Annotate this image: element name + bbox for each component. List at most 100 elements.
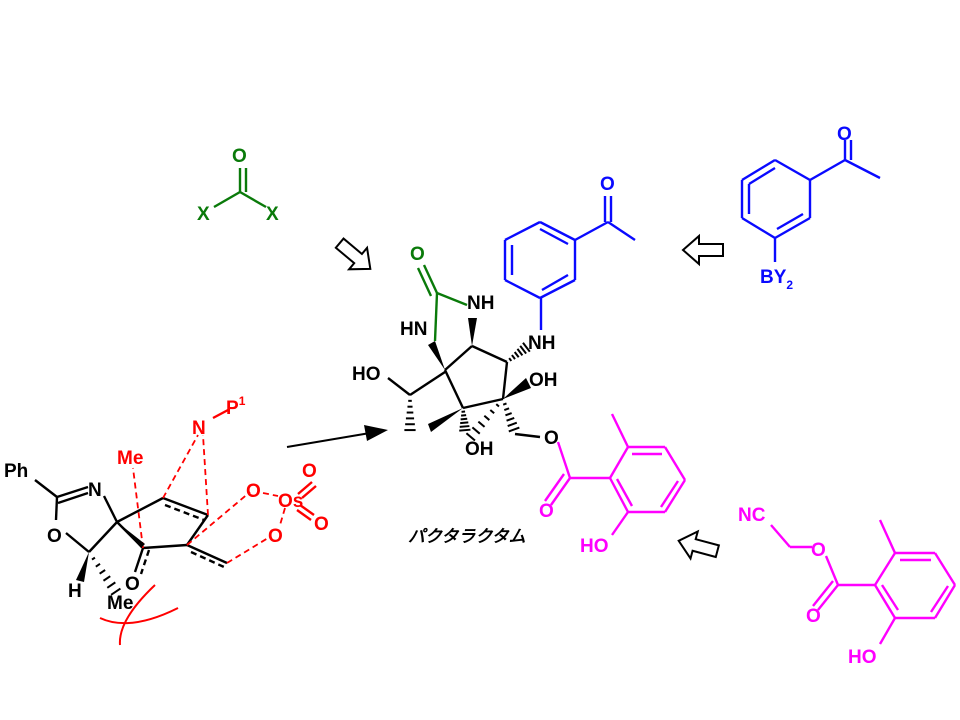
- dashed-bond: [226, 537, 269, 564]
- bond: [610, 413, 630, 448]
- bond: [539, 227, 569, 246]
- ester-fragment: NC O O HO: [738, 505, 877, 668]
- bond: [162, 496, 209, 517]
- hashed-bond-segment: [502, 402, 507, 406]
- atom-x-right: X: [266, 204, 279, 225]
- atom-nc: NC: [738, 505, 766, 526]
- bond: [34, 479, 58, 498]
- hashed-bond-segment: [495, 403, 500, 408]
- bond: [239, 190, 267, 209]
- bond: [387, 377, 411, 396]
- bond: [663, 446, 687, 481]
- dashed-bond: [190, 550, 225, 569]
- atom-oh-right: OH: [529, 370, 558, 391]
- hashed-bond-segment: [489, 409, 495, 415]
- atom-ho-left: HO: [352, 364, 381, 385]
- hollow-arrow-carbonyl: [334, 237, 372, 271]
- bond: [133, 547, 145, 573]
- bond: [809, 158, 846, 182]
- bond: [659, 480, 680, 508]
- bond: [296, 509, 312, 521]
- atom-ho: HO: [848, 647, 877, 668]
- atom-oh-bottom: OH: [465, 439, 494, 460]
- atom-os-o4: O: [268, 526, 283, 547]
- atom-p: P1: [226, 394, 246, 419]
- hashed-bond-segment: [503, 407, 510, 411]
- hashed-bond-segment: [102, 575, 111, 582]
- bond: [54, 496, 59, 521]
- bond: [501, 361, 509, 400]
- bond: [504, 278, 541, 300]
- atom-os-o3: O: [314, 514, 329, 535]
- atom-o: O: [232, 146, 247, 167]
- hashed-bond-segment: [460, 417, 468, 421]
- bond: [213, 190, 241, 209]
- hashed-bond-segment: [507, 421, 518, 427]
- bond: [607, 221, 636, 241]
- bond: [443, 369, 465, 409]
- bond: [422, 264, 439, 294]
- hashed-bond-segment: [519, 345, 527, 355]
- bond: [186, 514, 209, 546]
- hashed-bond-segment: [477, 420, 486, 428]
- bond: [57, 491, 89, 505]
- hashed-bond-segment: [106, 581, 116, 589]
- bond: [776, 212, 804, 231]
- bond: [878, 617, 897, 645]
- bond: [774, 216, 811, 240]
- dashed-bond: [164, 503, 205, 522]
- dashed-bond: [262, 492, 279, 497]
- atom-o-carbonyl: O: [806, 606, 821, 627]
- bond: [817, 584, 839, 611]
- by-label: BY: [760, 267, 787, 288]
- hashed-bond-segment: [465, 432, 476, 442]
- hashed-bond-segment: [516, 348, 524, 357]
- bond: [615, 478, 634, 507]
- atom-n: N: [88, 480, 102, 501]
- bond: [544, 473, 565, 502]
- atom-acetyl-o: O: [600, 174, 615, 195]
- atom-me-bottom: Me: [107, 593, 133, 614]
- dashed-bond: [139, 549, 151, 575]
- hollow-arrow-ester: [677, 529, 721, 561]
- bond: [550, 477, 571, 506]
- atom-phenol-ho: HO: [580, 536, 609, 557]
- atom-o-ether: O: [811, 540, 826, 561]
- bond: [611, 511, 629, 536]
- bond: [297, 481, 313, 495]
- bond: [409, 370, 446, 397]
- bond: [102, 495, 119, 523]
- atom-o-ring: O: [47, 526, 62, 547]
- bond: [186, 543, 228, 565]
- hashed-bond-segment: [110, 587, 121, 596]
- bond: [663, 479, 687, 513]
- dashed-bond: [162, 434, 199, 499]
- hashed-bond-segment: [513, 351, 520, 358]
- bond: [574, 220, 609, 242]
- bond: [433, 292, 439, 342]
- steric-clash-mark: [99, 584, 179, 646]
- bond: [444, 345, 473, 371]
- bond: [299, 504, 315, 516]
- bond: [142, 543, 188, 550]
- bond: [929, 585, 950, 613]
- bond: [539, 220, 576, 242]
- bond: [812, 580, 834, 607]
- bond: [608, 477, 630, 513]
- hashed-bond-segment: [506, 416, 515, 422]
- bond: [436, 291, 468, 307]
- bond: [748, 166, 776, 186]
- atom-o-ketone: O: [125, 574, 140, 595]
- dashed-bond: [202, 434, 209, 516]
- atom-o: O: [837, 124, 852, 145]
- bond: [301, 485, 317, 499]
- bond: [416, 267, 433, 297]
- atom-hn-left: HN: [400, 319, 427, 340]
- bond: [873, 584, 897, 619]
- bond: [116, 496, 164, 524]
- hashed-bond-segment: [483, 415, 491, 421]
- hashed-bond-segment: [511, 354, 516, 360]
- hashed-bond-segment: [460, 421, 469, 425]
- boron-fragment: O BY2: [760, 124, 852, 292]
